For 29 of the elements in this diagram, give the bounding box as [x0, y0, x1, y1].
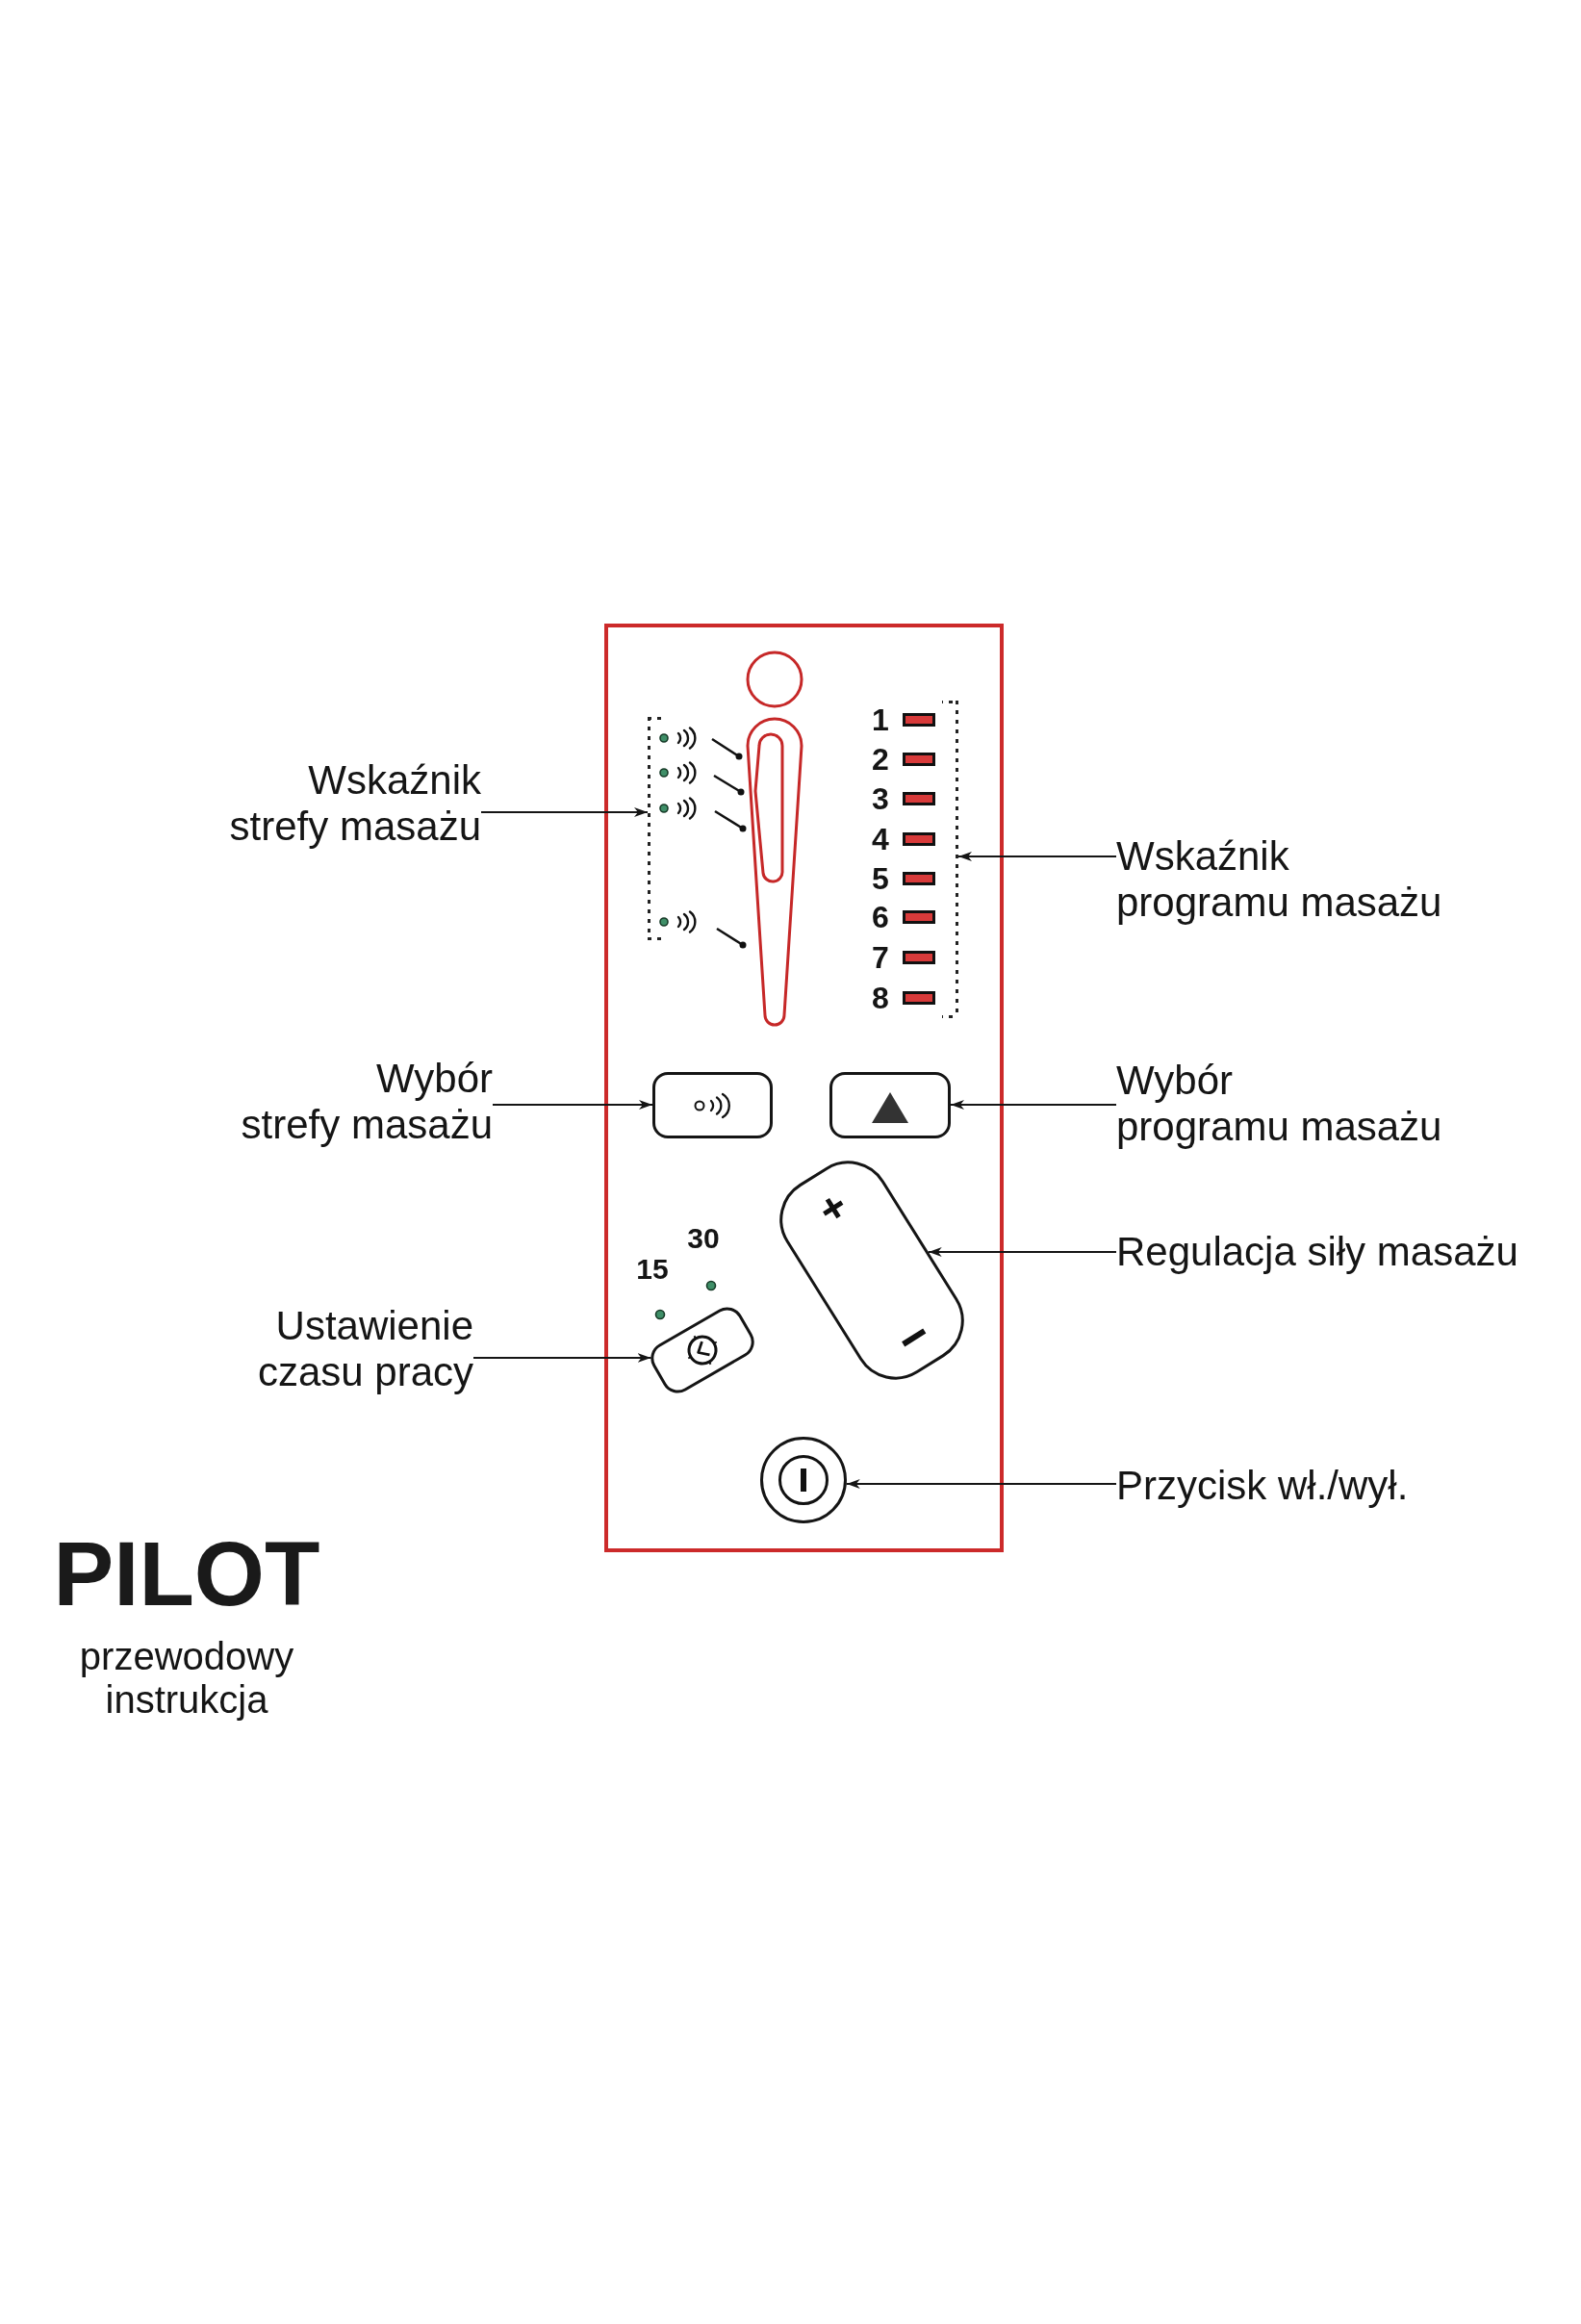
callout-label: Przycisk wł./wył. [1116, 1463, 1409, 1509]
row-number: 1 [872, 704, 889, 735]
program-button [829, 1072, 951, 1138]
arrow [481, 807, 648, 817]
zone-button [652, 1072, 773, 1138]
caption: przewodowy instrukcja [79, 1635, 294, 1722]
arrow [473, 1353, 651, 1363]
row-number: 7 [872, 942, 889, 973]
remote-panel [604, 624, 1004, 1552]
arrow [951, 1100, 1116, 1110]
row-number: 6 [872, 902, 889, 932]
arrow [846, 1479, 1116, 1489]
callout-label: Wybór programu masażu [1116, 1058, 1442, 1150]
arrow [928, 1247, 1116, 1257]
number-label: 30 [687, 1224, 720, 1253]
title: PILOT [53, 1529, 320, 1620]
arrow [958, 852, 1116, 861]
callout-label: Ustawienie czasu pracy [257, 1303, 473, 1395]
number-label: 15 [636, 1255, 669, 1284]
arrow [493, 1100, 652, 1110]
row-number: 8 [872, 983, 889, 1013]
callout-label: Wskaźnik strefy masażu [229, 757, 481, 850]
row-number: 4 [872, 824, 889, 855]
callout-label: Regulacja siły masażu [1116, 1229, 1518, 1275]
callout-label: Wskaźnik programu masażu [1116, 833, 1442, 926]
row-number: 3 [872, 783, 889, 814]
row-number: 5 [872, 863, 889, 894]
row-number: 2 [872, 744, 889, 775]
callout-label: Wybór strefy masażu [241, 1056, 493, 1148]
